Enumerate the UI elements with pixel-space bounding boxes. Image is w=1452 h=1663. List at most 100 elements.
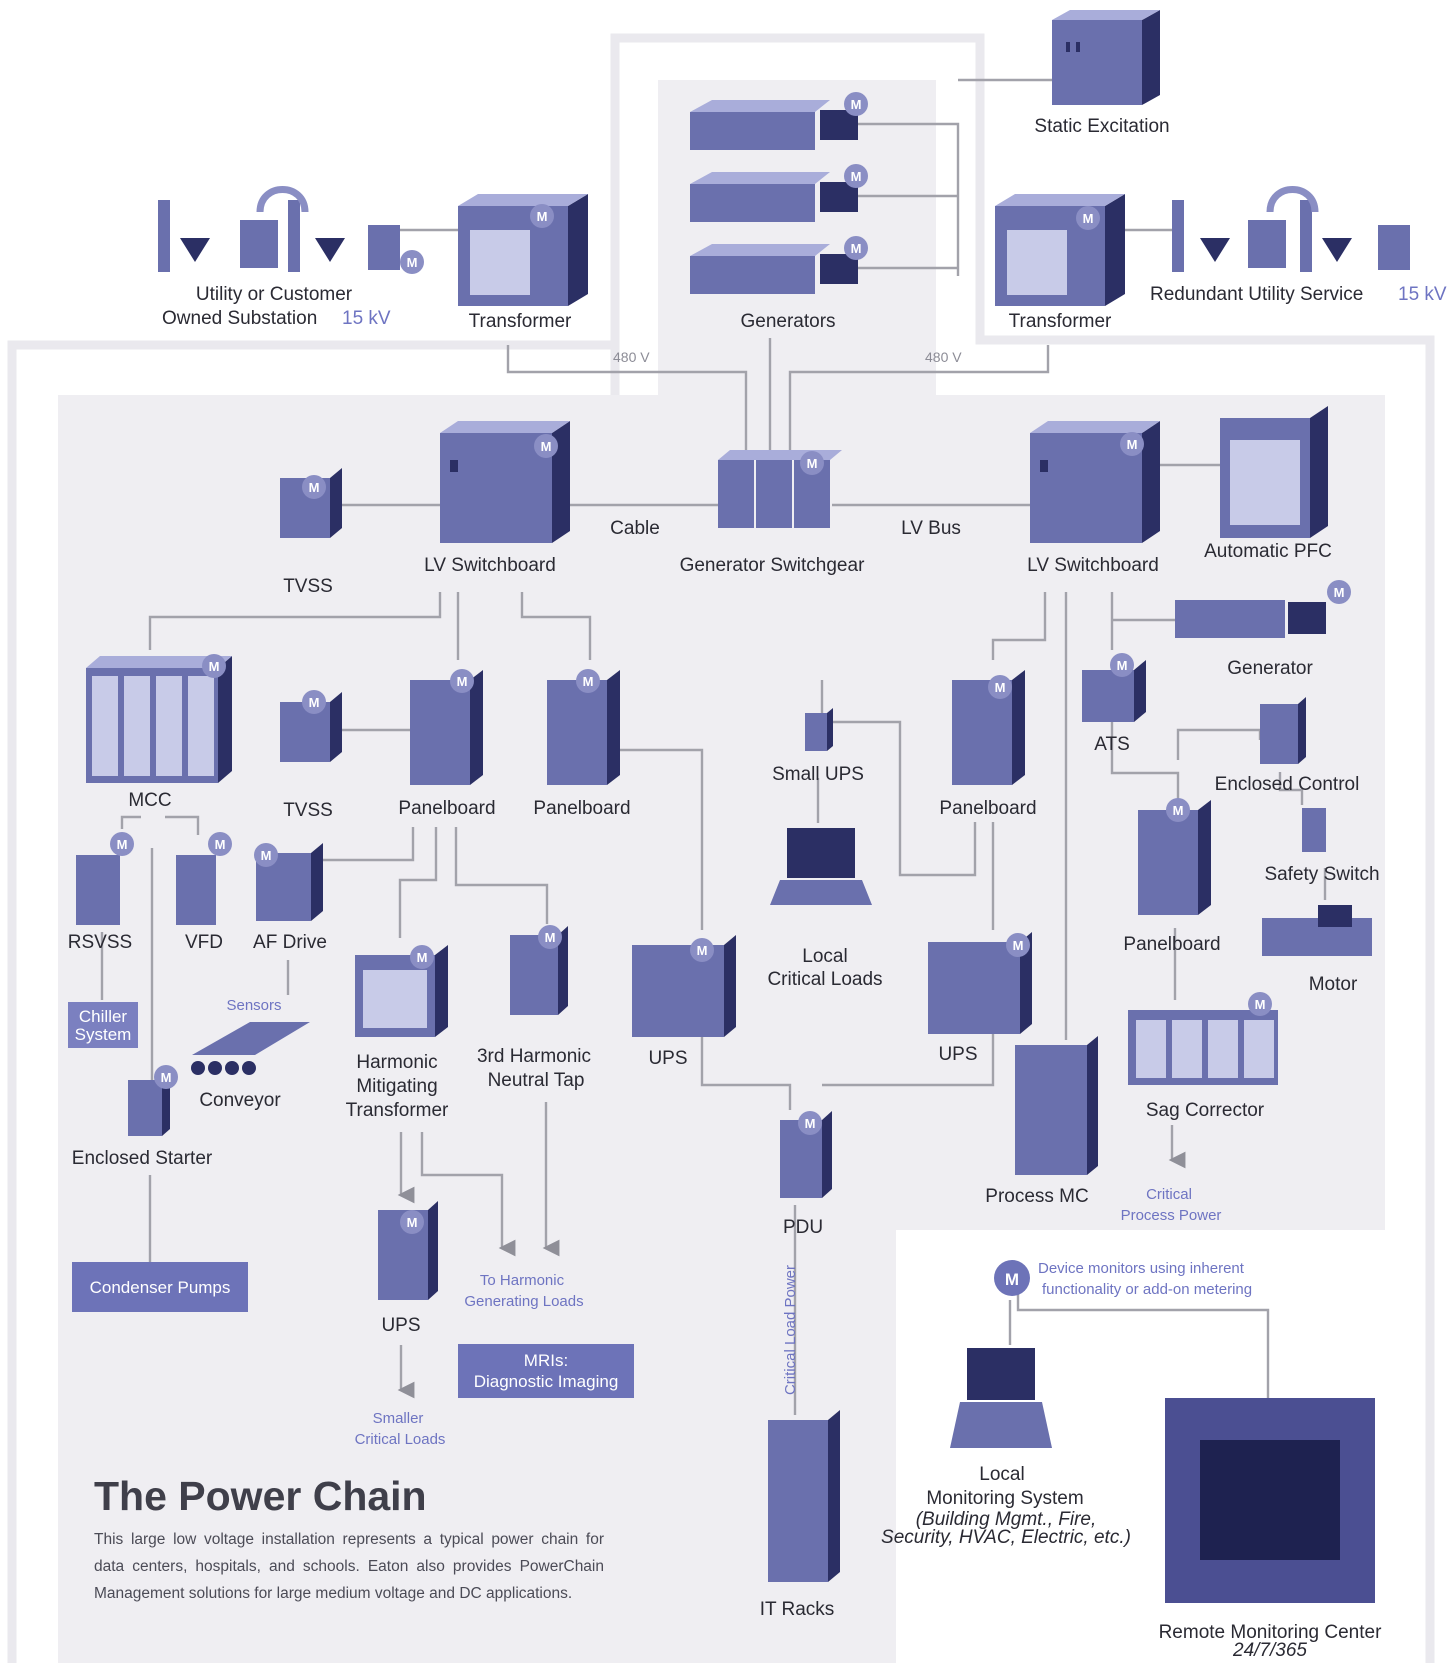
svg-text:M: M — [807, 456, 818, 471]
transformer-right — [995, 194, 1125, 306]
ats-unit — [1082, 660, 1146, 722]
page-title: The Power Chain — [94, 1473, 427, 1519]
label-small-ups: Small UPS — [772, 764, 864, 785]
label-voltage-left: 480 V — [613, 349, 650, 365]
lv-switchboard-left — [440, 421, 570, 543]
meter-badge: M — [576, 669, 600, 693]
meter-badge: M — [690, 938, 714, 962]
it-rack-unit — [768, 1410, 840, 1582]
svg-text:M: M — [1083, 211, 1094, 226]
meter-badge: M — [1006, 933, 1030, 957]
label-ats: ATS — [1094, 734, 1130, 755]
svg-text:M: M — [851, 169, 862, 184]
labels: Static Excitation Generators Transformer… — [68, 116, 1447, 1661]
meter-badge: M — [450, 669, 474, 693]
svg-text:M: M — [117, 837, 128, 852]
label-panelboard-2: Panelboard — [533, 798, 630, 819]
label-af-drive: AF Drive — [253, 932, 327, 953]
meter-badge: M — [208, 832, 232, 856]
meter-badge: M — [1248, 992, 1272, 1016]
drives — [76, 843, 323, 925]
svg-text:System: System — [75, 1025, 132, 1044]
meter-badge: M — [1327, 580, 1351, 604]
svg-text:MRIs:: MRIs: — [524, 1351, 568, 1370]
svg-text:M: M — [537, 209, 548, 224]
meter-badge: M — [988, 675, 1012, 699]
svg-text:M: M — [309, 480, 320, 495]
meter-badge-legend: M — [994, 1260, 1030, 1296]
label-critical-process-line1: Critical — [1146, 1186, 1192, 1203]
meter-badge: M — [154, 1065, 178, 1089]
label-substation-kv: 15 kV — [342, 308, 391, 329]
label-tap-line1: 3rd Harmonic — [477, 1046, 591, 1067]
svg-text:Chiller: Chiller — [79, 1007, 128, 1026]
label-remote-hours: 24/7/365 — [1232, 1640, 1307, 1661]
conveyor-unit — [191, 1022, 310, 1075]
label-local-monitoring-note1: (Building Mgmt., Fire, — [916, 1509, 1097, 1530]
label-enclosed-control: Enclosed Control — [1215, 774, 1360, 795]
meter-badge: M — [110, 832, 134, 856]
meter-badge: M — [1120, 432, 1144, 456]
label-local-monitoring-line2: Monitoring System — [926, 1488, 1083, 1509]
label-hmt-line3: Transformer — [346, 1100, 449, 1121]
label-ups-left: UPS — [648, 1048, 687, 1069]
svg-text:M: M — [1127, 437, 1138, 452]
static-excitation-cabinet — [1052, 10, 1160, 105]
label-ups-right: UPS — [938, 1044, 977, 1065]
process-mc-unit — [1015, 1036, 1098, 1175]
meter-badge: M — [844, 164, 868, 188]
meter-badge: M — [400, 250, 424, 274]
label-enclosed-starter: Enclosed Starter — [72, 1148, 213, 1169]
motor-unit — [1262, 905, 1372, 956]
remote-monitoring-screen — [1165, 1398, 1375, 1603]
label-static-excitation: Static Excitation — [1034, 116, 1169, 137]
label-remote-center: Remote Monitoring Center — [1159, 1622, 1382, 1643]
small-ups-unit — [805, 708, 833, 751]
svg-text:M: M — [215, 837, 226, 852]
label-vfd: VFD — [185, 932, 223, 953]
svg-text:M: M — [1013, 938, 1024, 953]
meter-badge: M — [1076, 206, 1100, 230]
label-harmonic-loads-line2: Generating Loads — [464, 1293, 583, 1310]
laptop-local-critical — [770, 828, 872, 905]
mri-box: MRIs: Diagnostic Imaging — [458, 1344, 634, 1398]
svg-text:M: M — [1334, 585, 1345, 600]
label-substation-line1: Utility or Customer — [196, 284, 353, 305]
svg-text:M: M — [209, 659, 220, 674]
mcc-cabinet — [86, 656, 232, 783]
label-automatic-pfc: Automatic PFC — [1204, 541, 1332, 562]
label-hmt-line1: Harmonic — [356, 1052, 437, 1073]
meter-badge: M — [302, 475, 326, 499]
label-generator-switchgear: Generator Switchgear — [680, 555, 865, 576]
safety-switch-unit — [1302, 808, 1326, 852]
label-mcc: MCC — [128, 790, 171, 811]
label-generators: Generators — [740, 311, 835, 332]
label-generator-small: Generator — [1227, 658, 1313, 679]
meter-badge: M — [844, 236, 868, 260]
meter-badge: M — [400, 1210, 424, 1234]
label-tvss-top: TVSS — [283, 576, 333, 597]
svg-text:M: M — [1117, 658, 1128, 673]
label-ups-small: UPS — [381, 1315, 420, 1336]
neutral-tap-unit — [510, 926, 568, 1015]
sag-corrector-unit — [1128, 1010, 1278, 1085]
label-local-monitoring-line1: Local — [979, 1464, 1024, 1485]
svg-text:M: M — [851, 241, 862, 256]
label-hmt-line2: Mitigating — [356, 1076, 437, 1097]
label-panelboard-1: Panelboard — [398, 798, 495, 819]
svg-text:M: M — [309, 695, 320, 710]
label-critical-process-line2: Process Power — [1121, 1207, 1222, 1224]
label-harmonic-loads-line1: To Harmonic — [480, 1272, 565, 1289]
label-lv-switchboard-right: LV Switchboard — [1027, 555, 1159, 576]
panelboards — [410, 670, 1211, 915]
label-tvss-mid: TVSS — [283, 800, 333, 821]
redundant-utility-equipment — [1172, 186, 1410, 272]
svg-text:M: M — [1005, 1270, 1019, 1289]
label-smaller-critical-line2: Critical Loads — [355, 1431, 446, 1448]
meter-badge: M — [798, 1111, 822, 1135]
svg-text:M: M — [545, 930, 556, 945]
meter-badge: M — [254, 843, 278, 867]
meter-badge: M — [202, 654, 226, 678]
label-device-monitors-line2: functionality or add-on metering — [1042, 1281, 1252, 1298]
label-process-mc: Process MC — [985, 1186, 1088, 1207]
